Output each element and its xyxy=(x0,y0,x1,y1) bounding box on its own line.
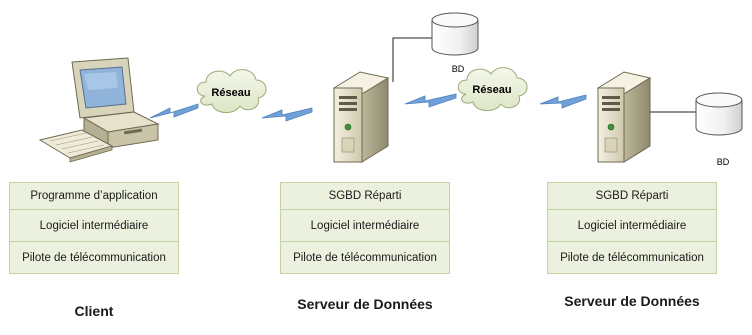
database-cylinder-icon: BD xyxy=(431,12,479,74)
server1-layer-middleware: Logiciel intermédiaire xyxy=(280,210,450,242)
client-layer-application: Programme d’application xyxy=(9,182,179,210)
server1-layer-stack: SGBD Réparti Logiciel intermédiaire Pilo… xyxy=(280,182,450,274)
server-tower-icon xyxy=(332,71,390,163)
database-label-2: BD xyxy=(717,157,730,167)
desktop-computer-icon xyxy=(38,57,160,163)
db-connector-line-1 xyxy=(392,37,432,82)
client-layer-middleware: Logiciel intermédiaire xyxy=(9,210,179,242)
server2-layer-telecom-driver: Pilote de télécommunication xyxy=(547,242,717,274)
server1-layer-sgbd: SGBD Réparti xyxy=(280,182,450,210)
network-label-2: Réseau xyxy=(472,84,511,96)
client-caption: Client xyxy=(74,303,114,319)
server2-layer-sgbd: SGBD Réparti xyxy=(547,182,717,210)
client-layer-telecom-driver: Pilote de télécommunication xyxy=(9,242,179,274)
database-cylinder-icon: BD xyxy=(695,92,743,167)
lightning-link-icon xyxy=(539,94,587,109)
server2-layer-middleware: Logiciel intermédiaire xyxy=(547,210,717,242)
lightning-link-icon xyxy=(261,107,313,122)
lightning-link-icon xyxy=(149,103,199,119)
client-layer-stack: Programme d’application Logiciel intermé… xyxy=(9,182,179,274)
database-label-1: BD xyxy=(452,64,465,74)
network-label-1: Réseau xyxy=(211,87,250,99)
network-cloud-icon: Réseau xyxy=(196,69,267,113)
server1-layer-telecom-driver: Pilote de télécommunication xyxy=(280,242,450,274)
lightning-link-icon xyxy=(404,93,457,108)
server1-caption: Serveur de Données xyxy=(297,296,433,312)
server2-layer-stack: SGBD Réparti Logiciel intermédiaire Pilo… xyxy=(547,182,717,274)
server2-caption: Serveur de Données xyxy=(564,293,700,309)
server-tower-icon xyxy=(596,71,652,163)
network-cloud-icon: Réseau xyxy=(457,67,528,111)
